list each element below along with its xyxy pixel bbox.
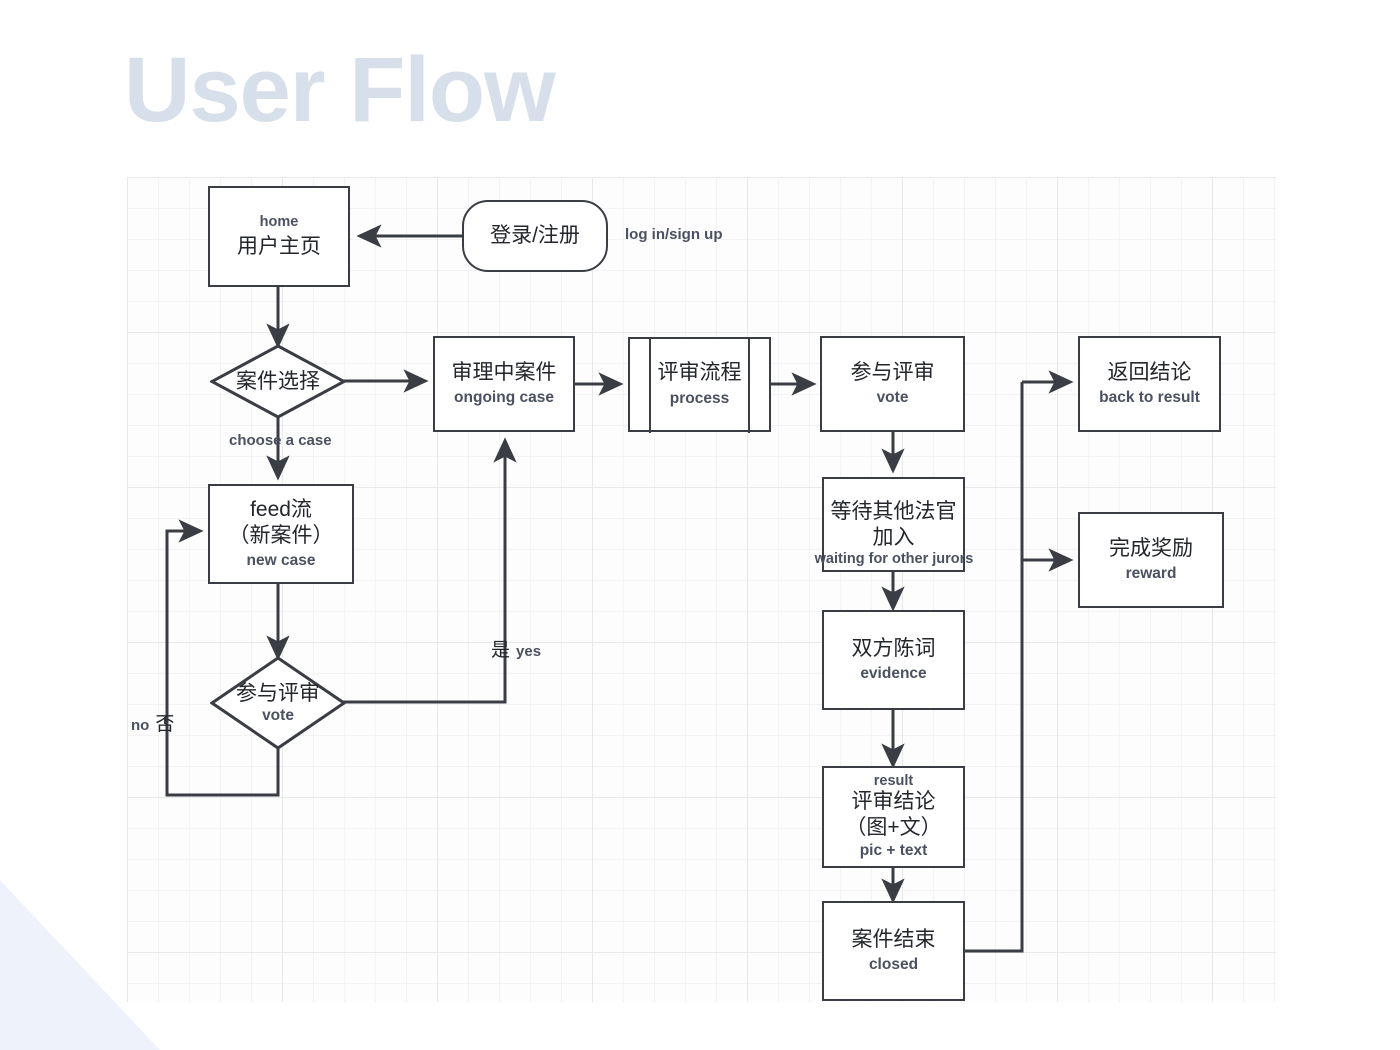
- label-yes-en: yes: [516, 643, 542, 660]
- node-evidence[interactable]: 双方陈词 evidence: [822, 610, 965, 710]
- node-evidence-en: evidence: [860, 665, 927, 683]
- label-choose-a-case: choose a case: [229, 432, 332, 449]
- label-log-in-sign-up: log in/sign up: [625, 226, 723, 243]
- node-reward[interactable]: 完成奖励 reward: [1078, 512, 1224, 608]
- node-vote-decision-cn: 参与评审: [236, 681, 320, 705]
- node-back-to-result-en: back to result: [1099, 389, 1200, 407]
- node-home-en: home: [259, 213, 299, 230]
- node-result[interactable]: result 评审结论 （图+文） pic + text: [822, 766, 965, 868]
- diamond-shape: [210, 656, 346, 750]
- label-no-en: no: [131, 717, 150, 734]
- node-feed-en: new case: [246, 551, 316, 569]
- node-vote-box-cn: 参与评审: [850, 360, 935, 384]
- label-no-zh: 否: [155, 714, 175, 735]
- node-ongoing-case-en: ongoing case: [454, 389, 554, 407]
- node-vote-decision-en: vote: [262, 706, 294, 724]
- node-case-select[interactable]: 案件选择: [210, 344, 346, 419]
- node-process[interactable]: 评审流程 process: [628, 336, 771, 433]
- node-feed-cn-line2: （新案件）: [228, 523, 334, 547]
- node-waiting-jurors[interactable]: 等待其他法官 加入: [822, 477, 965, 572]
- node-result-cn-line1: 评审结论: [851, 790, 936, 814]
- label-no: no 否: [131, 709, 174, 736]
- node-back-to-result-cn: 返回结论: [1107, 360, 1192, 384]
- node-home[interactable]: home 用户主页: [208, 186, 350, 287]
- node-reward-en: reward: [1125, 565, 1177, 583]
- flowchart-grid-canvas: [127, 177, 1276, 1002]
- node-home-cn: 用户主页: [237, 234, 321, 258]
- node-reward-cn: 完成奖励: [1109, 536, 1193, 560]
- node-waiting-cn-line1: 等待其他法官: [830, 499, 957, 523]
- label-yes: 是 yes: [491, 635, 541, 662]
- node-back-to-result[interactable]: 返回结论 back to result: [1078, 336, 1221, 432]
- diamond-shape: [210, 344, 346, 419]
- node-process-en: process: [669, 389, 730, 407]
- node-result-en-top: result: [873, 773, 914, 790]
- node-closed[interactable]: 案件结束 closed: [822, 901, 965, 1001]
- node-result-cn-line2: （图+文）: [845, 815, 942, 839]
- node-feed-cn-line1: feed流: [250, 498, 312, 522]
- node-vote-box[interactable]: 参与评审 vote: [820, 336, 965, 432]
- page-title: User Flow: [124, 39, 556, 141]
- node-ongoing-case-cn: 审理中案件: [451, 360, 557, 384]
- node-case-select-cn: 案件选择: [236, 369, 320, 393]
- node-result-en-bottom: pic + text: [859, 841, 928, 859]
- node-vote-decision[interactable]: 参与评审 vote: [210, 656, 346, 750]
- label-yes-zh: 是: [491, 640, 511, 661]
- node-ongoing-case[interactable]: 审理中案件 ongoing case: [433, 336, 575, 432]
- node-closed-cn: 案件结束: [851, 927, 936, 951]
- node-closed-en: closed: [868, 956, 919, 974]
- node-waiting-en: waiting for other jurors: [814, 551, 974, 567]
- node-feed-new-case[interactable]: feed流 （新案件） new case: [208, 484, 354, 584]
- node-login-signup-cn: 登录/注册: [490, 224, 580, 248]
- node-waiting-cn-line2: 加入: [872, 525, 915, 549]
- node-process-cn: 评审流程: [657, 361, 742, 385]
- node-vote-box-en: vote: [876, 389, 909, 407]
- node-login-signup[interactable]: 登录/注册: [462, 200, 608, 272]
- node-evidence-cn: 双方陈词: [851, 636, 936, 660]
